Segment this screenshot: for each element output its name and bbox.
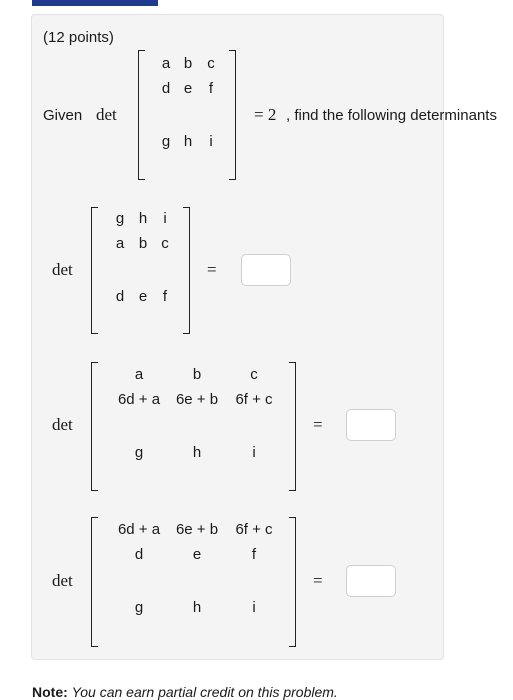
- problem-2-equals: =: [313, 415, 323, 434]
- matrix-cell: d: [134, 546, 144, 563]
- matrix-cell: b: [183, 55, 193, 72]
- problem-3-answer-input[interactable]: [346, 565, 396, 597]
- given-det-label: det: [96, 105, 117, 124]
- matrix-cell: f: [251, 546, 257, 563]
- matrix-cell: h: [192, 444, 202, 461]
- matrix-cell: i: [252, 599, 256, 616]
- points-label: (12 points): [43, 29, 114, 46]
- given-label: Given: [43, 107, 83, 124]
- problem-3-right-bracket: [289, 517, 296, 647]
- given-left-bracket: [138, 50, 145, 180]
- matrix-cell: f: [162, 288, 168, 305]
- matrix-cell: 6f + c: [235, 521, 273, 538]
- given-instruction: , find the following determinants: [286, 107, 497, 124]
- problem-1-det-label: det: [52, 260, 73, 279]
- matrix-cell: h: [138, 210, 148, 227]
- matrix-cell: i: [163, 210, 167, 227]
- problem-3-det-label: det: [52, 571, 73, 590]
- problem-3-left-bracket: [91, 517, 98, 647]
- matrix-cell: i: [252, 444, 256, 461]
- matrix-cell: g: [134, 444, 144, 461]
- matrix-cell: f: [208, 80, 214, 97]
- matrix-cell: g: [161, 133, 171, 150]
- matrix-cell: c: [250, 366, 258, 383]
- matrix-cell: c: [161, 235, 169, 252]
- problem-2-det-label: det: [52, 415, 73, 434]
- matrix-cell: c: [207, 55, 215, 72]
- given-right-bracket: [229, 50, 236, 180]
- problem-1-left-bracket: [91, 207, 98, 334]
- problem-2-answer-input[interactable]: [346, 409, 396, 441]
- matrix-cell: 6f + c: [235, 391, 273, 408]
- matrix-cell: g: [115, 210, 125, 227]
- problem-2-left-bracket: [91, 362, 98, 491]
- matrix-cell: 6d + a: [117, 391, 161, 408]
- matrix-cell: 6d + a: [117, 521, 161, 538]
- header-accent-bar: [32, 0, 158, 6]
- problem-3-equals: =: [313, 571, 323, 590]
- problem-2-right-bracket: [289, 362, 296, 491]
- matrix-cell: e: [192, 546, 202, 563]
- problem-panel: [31, 14, 444, 660]
- problem-1-right-bracket: [183, 207, 190, 334]
- matrix-cell: b: [138, 235, 148, 252]
- matrix-cell: 6e + b: [175, 391, 219, 408]
- given-equals-value: = 2: [254, 105, 277, 124]
- problem-1-answer-input[interactable]: [241, 254, 291, 286]
- matrix-cell: h: [183, 133, 193, 150]
- matrix-cell: h: [192, 599, 202, 616]
- matrix-cell: a: [161, 55, 171, 72]
- matrix-cell: i: [209, 133, 213, 150]
- matrix-cell: e: [138, 288, 148, 305]
- note: Note: You can earn partial credit on thi…: [32, 684, 338, 700]
- matrix-cell: e: [183, 80, 193, 97]
- problem-1-equals: =: [207, 260, 217, 279]
- matrix-cell: d: [161, 80, 171, 97]
- matrix-cell: d: [115, 288, 125, 305]
- note-text: You can earn partial credit on this prob…: [71, 684, 338, 700]
- matrix-cell: a: [115, 235, 125, 252]
- matrix-cell: a: [134, 366, 144, 383]
- matrix-cell: g: [134, 599, 144, 616]
- note-label: Note:: [32, 684, 68, 700]
- matrix-cell: b: [192, 366, 202, 383]
- matrix-cell: 6e + b: [175, 521, 219, 538]
